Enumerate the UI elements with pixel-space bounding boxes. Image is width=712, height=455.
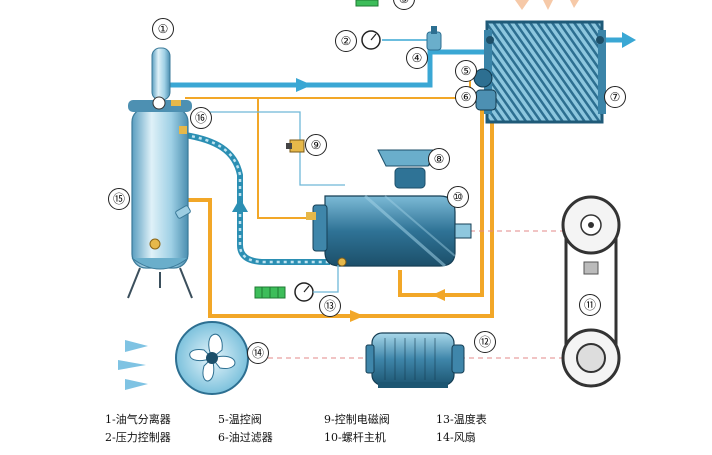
oil-air-cooler [484, 20, 606, 124]
legend-col2-row1: 5-温控阀 [218, 413, 262, 426]
oil-separator-tank [127, 47, 193, 299]
pressure-gauge-2 [361, 30, 381, 50]
control-line [195, 111, 301, 140]
flow-arrow [296, 78, 312, 92]
oil-line-top [185, 97, 312, 219]
callout-9: ⑨ [305, 134, 327, 156]
legend-col2-row2: 6-油过滤器 [218, 431, 273, 444]
legend-col3-row2: 10-螺杆主机 [324, 431, 386, 444]
callout-8: ⑧ [428, 148, 450, 170]
cooling-fan-14 [175, 321, 249, 395]
callout-6: ⑥ [455, 86, 477, 108]
callout-7: ⑦ [604, 86, 626, 108]
control-panel-3-icon [355, 0, 379, 7]
cool-air-arrows [118, 340, 148, 390]
legend-col4-row2: 14-风扇 [436, 431, 476, 444]
callout-10: ⑩ [447, 186, 469, 208]
callout-16: ⑯ [190, 107, 212, 129]
callout-11: ⑪ [579, 294, 601, 316]
mixture-arrow [232, 198, 248, 212]
indicator-panel-icon [254, 286, 286, 299]
belt-drive-11 [561, 195, 621, 388]
callout-14: ⑭ [247, 342, 269, 364]
air-pipe-top [170, 49, 487, 88]
callout-12: ⑫ [474, 331, 496, 353]
legend-col1-row2: 2-压力控制器 [105, 431, 171, 444]
oil-arrow-2 [350, 310, 364, 322]
control-line-2 [299, 150, 345, 186]
callout-2: ② [335, 30, 357, 52]
temperature-gauge-13 [294, 265, 339, 302]
legend-col4-row1: 13-温度表 [436, 413, 487, 426]
legend-col1-row1: 1-油气分离器 [105, 413, 171, 426]
callout-4: ④ [406, 47, 428, 69]
oil-return-pipe-2 [185, 110, 494, 318]
heat-arrows [515, 0, 579, 10]
callout-5: ⑤ [455, 60, 477, 82]
air-outlet-arrow [622, 32, 636, 48]
callout-13: ⑬ [319, 295, 341, 317]
callout-1: ① [152, 18, 174, 40]
solenoid-valve-9 [286, 139, 305, 153]
callout-15: ⑮ [108, 188, 130, 210]
min-pressure-valve-4 [426, 26, 442, 51]
oil-filter-6 [475, 89, 497, 111]
screw-air-end [306, 149, 472, 268]
electric-motor-12 [365, 332, 465, 388]
oil-arrow [432, 289, 445, 301]
legend-col3-row1: 9-控制电磁阀 [324, 413, 390, 426]
